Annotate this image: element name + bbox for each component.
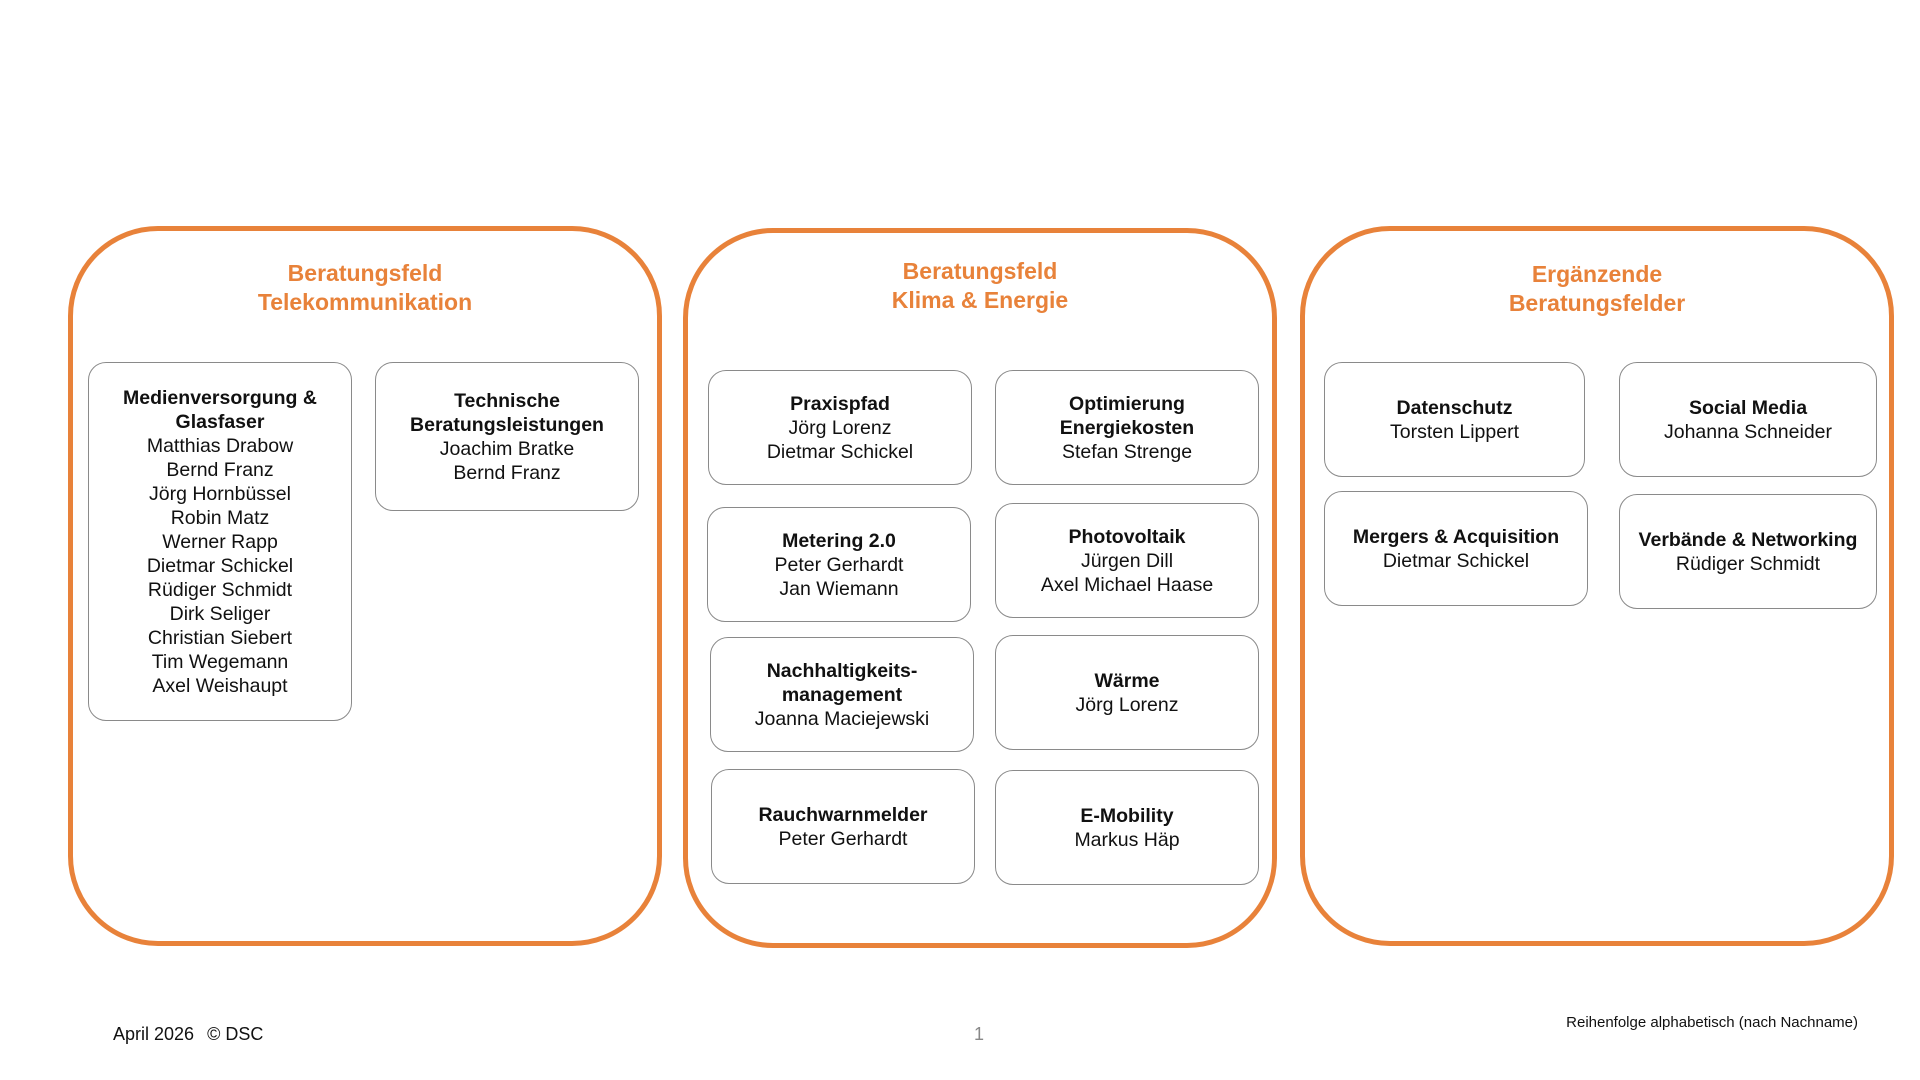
person-name: Jörg Lorenz xyxy=(1075,693,1179,716)
person-name: Jürgen Dill xyxy=(1080,549,1174,572)
person-name: Jörg Lorenz xyxy=(788,416,892,439)
person-name: Joachim Bratke xyxy=(439,437,575,460)
box-verbaende-networking: Verbände & Networking Rüdiger Schmidt xyxy=(1619,494,1877,609)
person-name: Jan Wiemann xyxy=(779,577,899,600)
box-optimierung-energiekosten: Optimierung Energiekosten Stefan Strenge xyxy=(995,370,1259,485)
box-technische-beratungsleistungen: Technische Beratungsleistungen Joachim B… xyxy=(375,362,639,511)
person-name: Dirk Seliger xyxy=(169,602,271,625)
box-title: Medienversorgung & xyxy=(123,386,317,409)
box-mergers-acquisition: Mergers & Acquisition Dietmar Schickel xyxy=(1324,491,1588,606)
box-title: Metering 2.0 xyxy=(782,529,896,552)
box-title: Nachhaltigkeits- xyxy=(766,659,918,682)
footer-note: Reihenfolge alphabetisch (nach Nachname) xyxy=(1566,1014,1858,1031)
footer-date: April 2026 xyxy=(113,1024,195,1044)
box-medienversorgung: Medienversorgung & Glasfaser Matthias Dr… xyxy=(88,362,352,721)
field-title-line: Beratungsfelder xyxy=(1508,290,1686,316)
box-title: Beratungsleistungen xyxy=(410,413,604,436)
person-name: Werner Rapp xyxy=(162,530,278,553)
box-waerme: Wärme Jörg Lorenz xyxy=(995,635,1259,750)
person-name: Robin Matz xyxy=(170,506,270,529)
box-title: Wärme xyxy=(1094,669,1160,692)
box-nachhaltigkeitsmanagement: Nachhaltigkeits- management Joanna Macie… xyxy=(710,637,974,752)
box-title: Optimierung xyxy=(1069,392,1185,415)
field-klima-energie: Beratungsfeld Klima & Energie Praxispfad… xyxy=(683,228,1277,948)
box-title: Verbände & Networking xyxy=(1638,528,1858,551)
person-name: Bernd Franz xyxy=(166,458,274,481)
box-title: Mergers & Acquisition xyxy=(1352,525,1560,548)
person-name: Dietmar Schickel xyxy=(766,440,914,463)
box-metering: Metering 2.0 Peter Gerhardt Jan Wiemann xyxy=(707,507,971,622)
box-title: Glasfaser xyxy=(175,410,265,433)
footer-date-copyright: April 2026 © DSC xyxy=(113,1024,271,1045)
person-name: Bernd Franz xyxy=(453,461,561,484)
person-name: Markus Häp xyxy=(1074,828,1180,851)
box-title: Photovoltaik xyxy=(1068,525,1186,548)
box-datenschutz: Datenschutz Torsten Lippert xyxy=(1324,362,1585,477)
person-name: Peter Gerhardt xyxy=(774,553,904,576)
person-name: Jörg Hornbüssel xyxy=(149,482,291,505)
box-title: Technische xyxy=(454,389,560,412)
box-praxispfad: Praxispfad Jörg Lorenz Dietmar Schickel xyxy=(708,370,972,485)
box-social-media: Social Media Johanna Schneider xyxy=(1619,362,1877,477)
person-name: Axel Michael Haase xyxy=(1040,573,1214,596)
field-title-line: Telekommunikation xyxy=(257,289,473,315)
box-photovoltaik: Photovoltaik Jürgen Dill Axel Michael Ha… xyxy=(995,503,1259,618)
box-title: E-Mobility xyxy=(1080,804,1174,827)
field-ergaenzende: Ergänzende Beratungsfelder Datenschutz T… xyxy=(1300,226,1894,946)
footer-copyright: © DSC xyxy=(207,1024,264,1044)
page-number: 1 xyxy=(974,1024,985,1044)
person-name: Johanna Schneider xyxy=(1663,420,1833,443)
person-name: Stefan Strenge xyxy=(1061,440,1193,463)
person-name: Dietmar Schickel xyxy=(146,554,294,577)
person-name: Rüdiger Schmidt xyxy=(147,578,293,601)
box-title: Social Media xyxy=(1688,396,1808,419)
person-name: Peter Gerhardt xyxy=(778,827,908,850)
box-title: management xyxy=(781,683,903,706)
box-title: Datenschutz xyxy=(1396,396,1513,419)
box-rauchwarnmelder: Rauchwarnmelder Peter Gerhardt xyxy=(711,769,975,884)
person-name: Axel Weishaupt xyxy=(152,674,288,697)
field-telekommunikation: Beratungsfeld Telekommunikation Medienve… xyxy=(68,226,662,946)
person-name: Dietmar Schickel xyxy=(1382,549,1530,572)
box-e-mobility: E-Mobility Markus Häp xyxy=(995,770,1259,885)
box-title: Energiekosten xyxy=(1059,416,1195,439)
field-title: Ergänzende Beratungsfelder xyxy=(1305,260,1889,318)
person-name: Joanna Maciejewski xyxy=(754,707,930,730)
person-name: Tim Wegemann xyxy=(151,650,289,673)
person-name: Torsten Lippert xyxy=(1390,420,1519,443)
field-title-line: Beratungsfeld xyxy=(902,258,1058,284)
field-title: Beratungsfeld Telekommunikation xyxy=(73,259,657,317)
box-title: Praxispfad xyxy=(790,392,890,415)
box-title: Rauchwarnmelder xyxy=(758,803,928,826)
field-title-line: Beratungsfeld xyxy=(287,260,443,286)
field-title: Beratungsfeld Klima & Energie xyxy=(688,257,1272,315)
person-name: Christian Siebert xyxy=(147,626,293,649)
field-title-line: Klima & Energie xyxy=(891,287,1069,313)
person-name: Rüdiger Schmidt xyxy=(1675,552,1821,575)
field-title-line: Ergänzende xyxy=(1531,261,1663,287)
person-name: Matthias Drabow xyxy=(146,434,294,457)
